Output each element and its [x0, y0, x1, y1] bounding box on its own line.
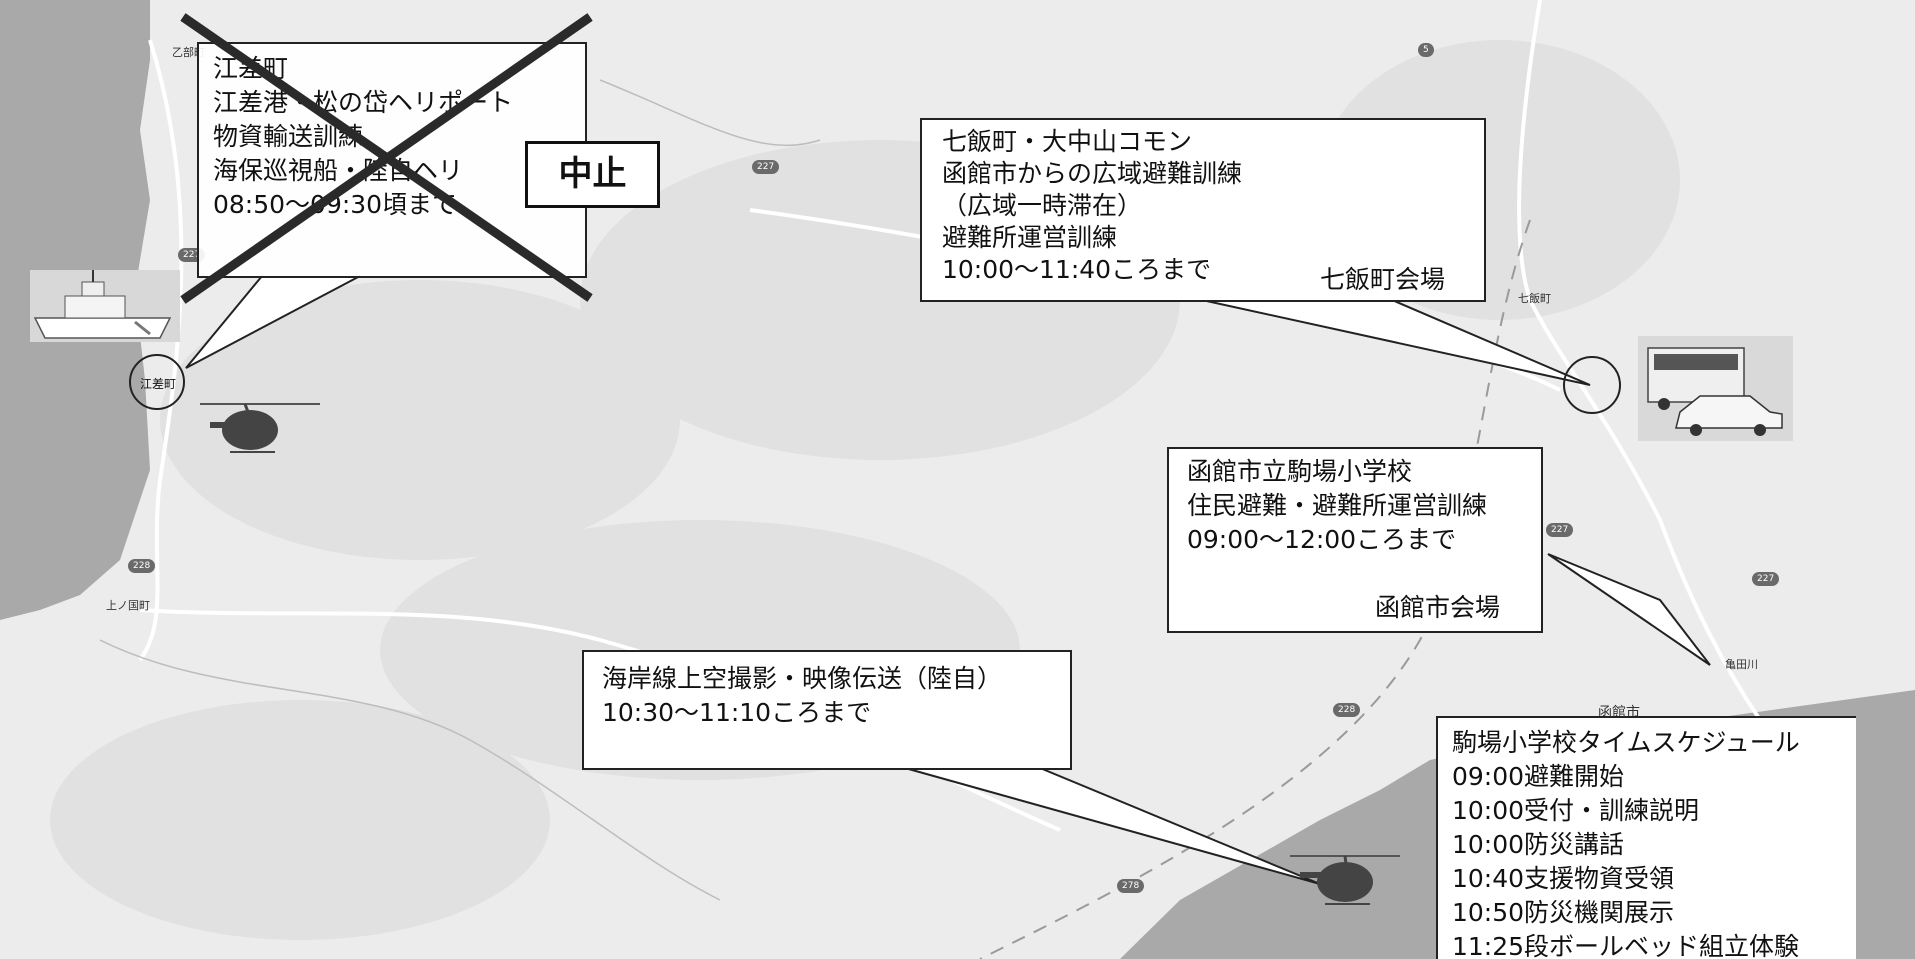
callout-line: 10:00～11:40ころまで: [942, 255, 1212, 284]
callout-pointer-coast: [904, 767, 1321, 885]
schedule-item: 10:00防災講話: [1452, 830, 1625, 859]
callout-line: 海岸線上空撮影・映像伝送（陸自）: [602, 664, 1003, 693]
patrol-ship-picture: [30, 270, 180, 342]
map-label-esashi: 江差町: [140, 377, 177, 391]
callout-line: 江差町: [213, 54, 289, 83]
route-shield: 5: [1418, 43, 1434, 57]
marker-circle-nanae: [1563, 356, 1621, 414]
callout-line: 09:00～12:00ころまで: [1187, 525, 1457, 554]
callout-pointer-esashi: [185, 275, 361, 369]
map-label-nanae-town: 七飯町: [1518, 292, 1551, 305]
venue-label-hakodate: 函館市会場: [1375, 593, 1501, 622]
schedule-box: 駒場小学校タイムスケジュール 09:00避難開始 10:00受付・訓練説明 10…: [1436, 716, 1856, 959]
schedule-item: 11:25段ボールベッド組立体験: [1452, 932, 1800, 959]
callout-hakodate: 函館市立駒場小学校 住民避難・避難所運営訓練 09:00～12:00ころまで: [1167, 447, 1543, 633]
map-label-kamedagawa: 亀田川: [1725, 658, 1758, 671]
callout-line: 08:50～09:30頃まで: [213, 190, 458, 219]
route-shield: 228: [1333, 703, 1361, 717]
schedule-item: 10:00受付・訓練説明: [1452, 796, 1700, 825]
callout-pointer-hakodate: [1547, 553, 1711, 666]
callout-nanae: 七飯町・大中山コモン 函館市からの広域避難訓練 （広域一時滞在） 避難所運営訓練…: [920, 118, 1486, 302]
callout-coast: 海岸線上空撮影・映像伝送（陸自） 10:30～11:10ころまで: [582, 650, 1072, 770]
callout-pointer-nanae: [1201, 299, 1591, 386]
helicopter-picture-esashi: [200, 403, 320, 453]
callout-line: 函館市立駒場小学校: [1187, 457, 1413, 486]
route-shield: 227: [1546, 523, 1574, 537]
venue-label-nanae: 七飯町会場: [1320, 265, 1446, 294]
callout-line: 住民避難・避難所運営訓練: [1187, 491, 1488, 520]
route-shield: 227: [1752, 572, 1780, 586]
cancel-badge: 中止: [525, 141, 660, 208]
callout-line: 物資輸送訓練: [213, 122, 364, 151]
callout-line: （広域一時滞在）: [942, 191, 1143, 220]
callout-line: 函館市からの広域避難訓練: [942, 159, 1243, 188]
marker-circle-esashi: [129, 354, 185, 410]
route-shield: 227: [752, 160, 780, 174]
callout-line: 海保巡視船・陸自ヘリ: [213, 156, 464, 185]
schedule-item: 09:00避難開始: [1452, 762, 1625, 791]
route-shield: 278: [1117, 879, 1145, 893]
bus-taxi-picture: [1638, 336, 1793, 441]
map-label-kaminokuni: 上ノ国町: [106, 599, 150, 612]
callout-line: 避難所運営訓練: [942, 223, 1118, 252]
callout-line: 10:30～11:10ころまで: [602, 698, 872, 727]
callout-line: 江差港・松の岱ヘリポート: [213, 88, 514, 117]
route-shield: 228: [128, 559, 156, 573]
schedule-item: 10:40支援物資受領: [1452, 864, 1675, 893]
helicopter-picture-coast: [1290, 855, 1400, 905]
callout-line: 七飯町・大中山コモン: [942, 127, 1193, 156]
schedule-title: 駒場小学校タイムスケジュール: [1452, 728, 1800, 757]
schedule-item: 10:50防災機関展示: [1452, 898, 1675, 927]
